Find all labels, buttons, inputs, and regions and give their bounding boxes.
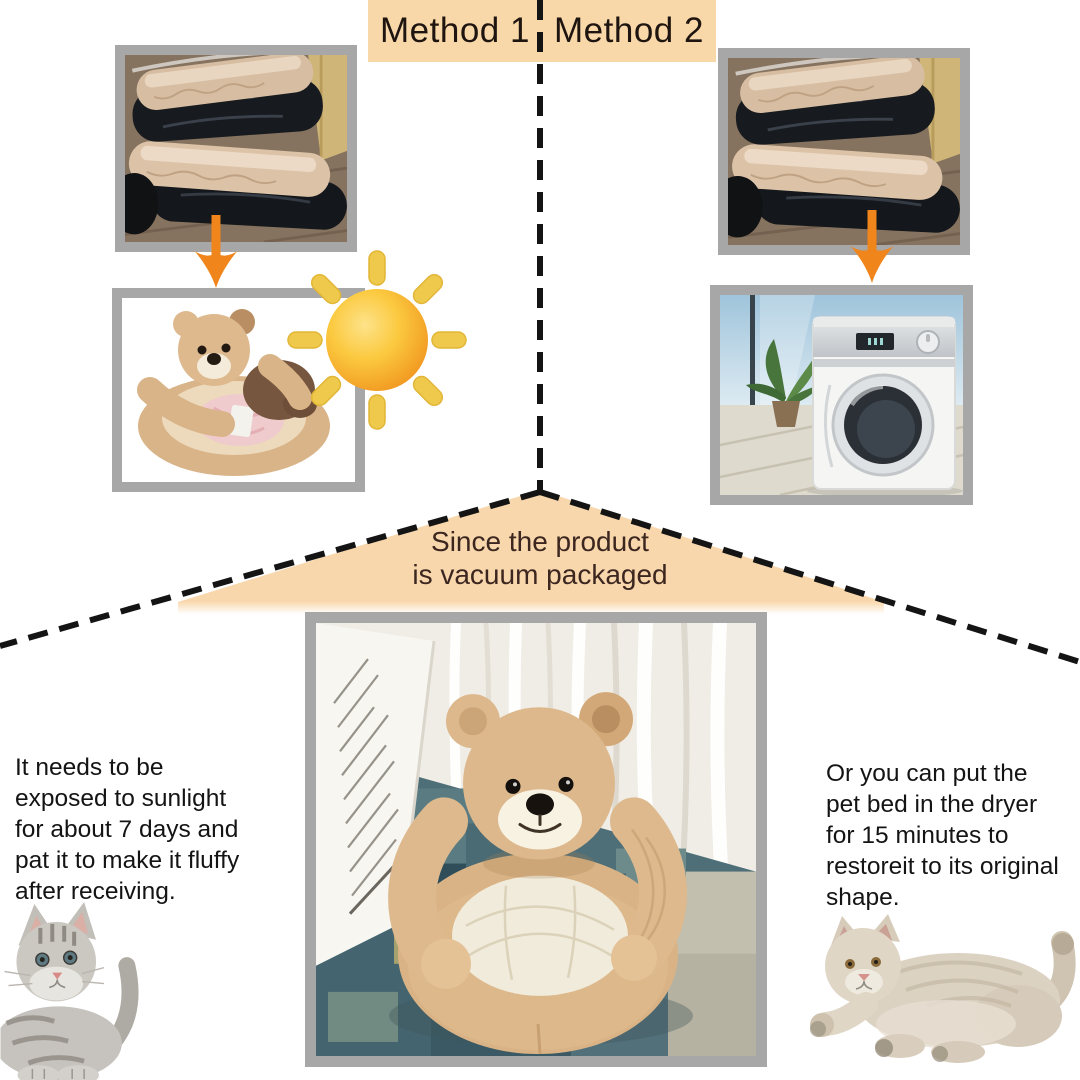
arrow-down-icon (194, 215, 238, 288)
banner-line-2: is vacuum packaged (412, 559, 668, 590)
dryer-machine-photo (720, 295, 963, 495)
instruction-line: shape. (826, 884, 900, 911)
photo-dryer (710, 285, 973, 505)
vacuum-packed-photo (728, 58, 960, 245)
dryer-instruction-text: Or you can put the pet bed in the dryer … (826, 758, 1059, 913)
method-1-label: Method 1 (380, 11, 530, 50)
photo-vacuum-packed-right (718, 48, 970, 255)
method-header: Method 1 Method 2 (368, 0, 716, 62)
cat-photo (806, 912, 1078, 1064)
instruction-line: after receiving. (15, 878, 176, 905)
photo-vacuum-packed-left (115, 45, 357, 252)
arrow-down-icon (850, 210, 894, 283)
instruction-line: exposed to sunlight (15, 785, 227, 812)
instruction-line: pat it to make it fluffy (15, 847, 240, 874)
teddy-bear-pet-bed-room-photo (316, 623, 756, 1056)
instruction-line: It needs to be (15, 754, 164, 781)
sunlight-instruction-text: It needs to be exposed to sunlight for a… (15, 752, 239, 907)
instruction-line: for about 7 days and (15, 816, 239, 843)
kitten-photo (0, 896, 205, 1080)
instruction-line: for 15 minutes to (826, 822, 1009, 849)
instruction-line: pet bed in the dryer (826, 791, 1038, 818)
instruction-line: restoreit to its original (826, 853, 1059, 880)
photo-bear-bed-large (305, 612, 767, 1067)
vacuum-packed-photo (125, 55, 347, 242)
method-2-label: Method 2 (554, 11, 704, 50)
instruction-line: Or you can put the (826, 760, 1028, 787)
vacuum-banner-text: Since the product is vacuum packaged (290, 525, 790, 591)
sun-icon (287, 250, 467, 430)
banner-line-1: Since the product (431, 526, 649, 557)
